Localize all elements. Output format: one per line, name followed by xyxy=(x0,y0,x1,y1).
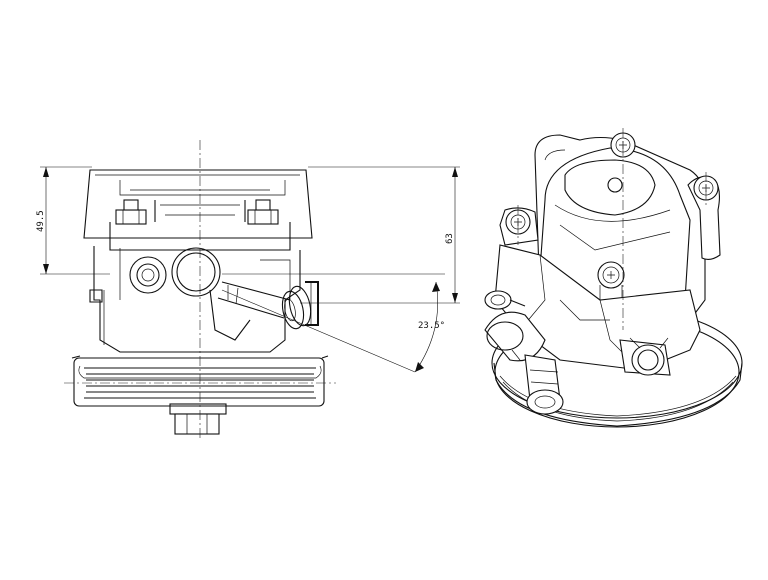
dimension-label-angle: 23.5° xyxy=(418,321,445,331)
shaft-nut xyxy=(169,403,227,435)
iso-reservoir xyxy=(539,147,691,311)
iso-pressure-port xyxy=(619,337,671,376)
dimension-label-upper: 49.5 xyxy=(36,210,46,232)
outlet-pipe xyxy=(217,281,319,330)
dimension-height-total: 63 xyxy=(300,166,460,304)
iso-outlet-pipe xyxy=(524,354,564,415)
mounting-bolt-left xyxy=(115,199,147,225)
reservoir-cap xyxy=(83,169,313,239)
inlet-port-large xyxy=(171,247,251,341)
iso-bolt-right xyxy=(687,175,721,261)
mounting-bolt-right xyxy=(247,199,279,225)
dimension-height-upper: 49.5 xyxy=(36,166,110,275)
iso-suction-port xyxy=(484,311,546,362)
iso-bolt-left xyxy=(499,207,539,246)
pump-housing xyxy=(89,246,301,353)
side-view: 49.5 63 23.5° xyxy=(36,140,460,440)
inlet-port-small xyxy=(129,256,167,294)
dimension-outlet-angle: 23.5° xyxy=(221,273,445,373)
iso-inlet-fitting xyxy=(484,290,526,310)
isometric-view xyxy=(484,128,743,428)
dimension-label-total: 63 xyxy=(445,233,455,244)
iso-bolt-front xyxy=(597,261,625,303)
